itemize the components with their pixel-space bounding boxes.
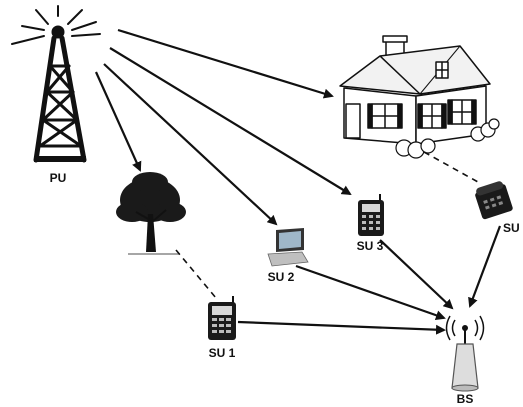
su1-label: SU 1 [209,346,236,360]
edge-pu-su3 [109,47,352,196]
edge-su4-bs [468,225,502,308]
su4-label: SU 4 [503,221,523,235]
su1-phone-icon [208,296,236,340]
su3-label: SU 3 [357,239,384,253]
edge-house-su4-dashed [423,151,479,183]
house-icon [339,35,500,159]
edge-tree-su1-dashed [175,249,217,299]
edge-pu-su2 [103,63,278,226]
edge-pu-tree [94,71,142,172]
edge-su3-bs [379,239,454,310]
su2-laptop-icon [267,228,309,267]
bs-label: BS [457,392,474,406]
edge-su1-bs [237,320,446,335]
pu-label: PU [50,171,67,185]
bs-antenna-icon [445,315,485,392]
edge-su2-bs [295,264,446,321]
edge-pu-house [117,28,334,99]
pu-tower-icon [11,5,101,163]
tree-icon [116,172,186,255]
su2-label: SU 2 [268,270,295,284]
su4-desk-phone-icon [475,181,513,220]
su3-phone-icon [358,194,384,236]
